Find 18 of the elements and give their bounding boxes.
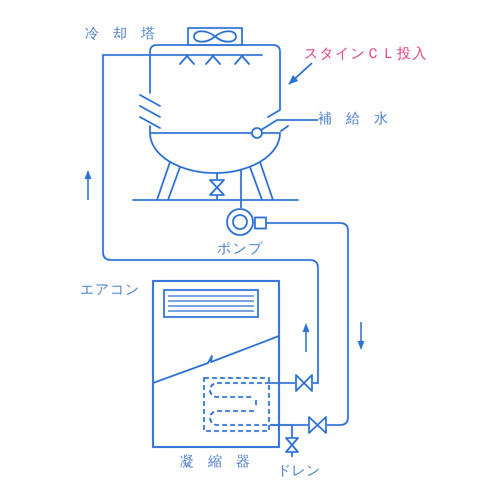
annotation-label: 補給水: [318, 111, 402, 128]
pipe-line: [240, 176, 242, 208]
pipe-line: [270, 382, 295, 384]
pipe-line: [270, 424, 293, 437]
component-label: 凝縮器: [180, 454, 264, 471]
annotation-label: スタインＣＬ投入: [304, 46, 428, 63]
valve-symbol: [295, 374, 313, 392]
component-label: エアコン: [80, 282, 140, 299]
condenser-coil: [203, 377, 270, 432]
pipe-line: [102, 54, 319, 384]
component-label: ポンプ: [217, 241, 264, 258]
component-label: ドレン: [277, 463, 320, 480]
valve-symbol: [308, 416, 327, 434]
valve-symbol: [209, 179, 225, 200]
pipe-line: [268, 222, 349, 426]
pipe-line: [289, 119, 318, 121]
arrow: [288, 62, 313, 85]
component-label: 冷却塔: [85, 26, 169, 43]
